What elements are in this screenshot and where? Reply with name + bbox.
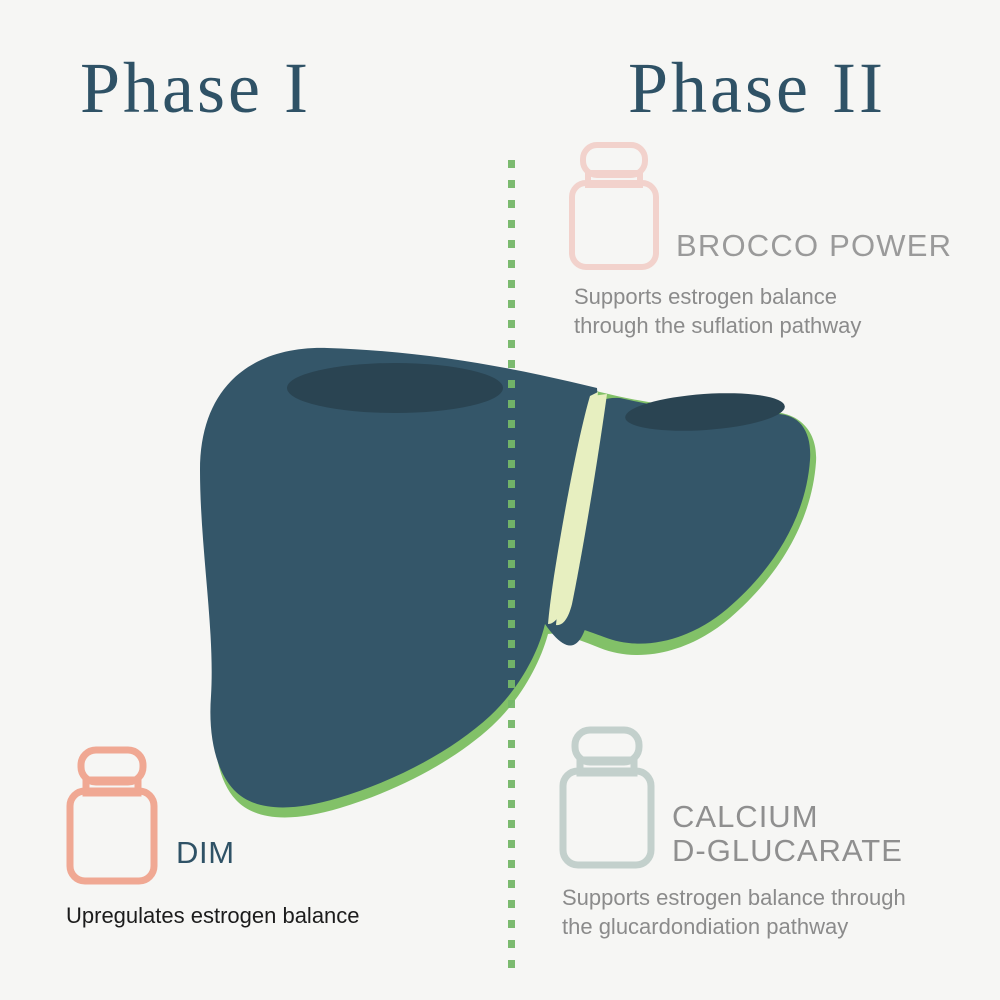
supplement-brocco-power: BROCCO POWER Supports estrogen balance t… — [566, 140, 952, 340]
supplement-title: BROCCO POWER — [676, 228, 953, 264]
supplement-dim: DIM Upregulates estrogen balance — [64, 745, 360, 930]
phase-divider — [508, 160, 515, 970]
supplement-bottle-icon — [569, 142, 659, 270]
liver-left-lobe-shading — [287, 363, 503, 413]
supplement-calcium-d-glucarate: CALCIUM D-GLUCARATE Supports estrogen ba… — [556, 725, 906, 941]
supplement-header-row: DIM — [64, 745, 360, 887]
supplement-title: DIM — [176, 835, 235, 871]
supplement-description: Supports estrogen balance through the gl… — [562, 885, 906, 940]
supplement-header-row: BROCCO POWER — [566, 140, 952, 272]
supplement-bottle-icon — [66, 746, 158, 885]
supplement-description: Upregulates estrogen balance — [66, 903, 360, 928]
phase-two-heading: Phase II — [628, 48, 886, 128]
supplement-description: Supports estrogen balance through the su… — [574, 284, 862, 339]
liver-ligament-edge — [556, 394, 607, 626]
supplement-title: CALCIUM D-GLUCARATE — [672, 798, 903, 869]
supplement-bottle-icon — [559, 726, 655, 869]
phase-one-heading: Phase I — [80, 48, 311, 128]
supplement-header-row: CALCIUM D-GLUCARATE — [556, 725, 906, 871]
liver-body-left-lobe — [200, 347, 599, 808]
liver-right-lobe-shading — [625, 393, 785, 431]
liver-body-right-lobe — [549, 397, 811, 644]
